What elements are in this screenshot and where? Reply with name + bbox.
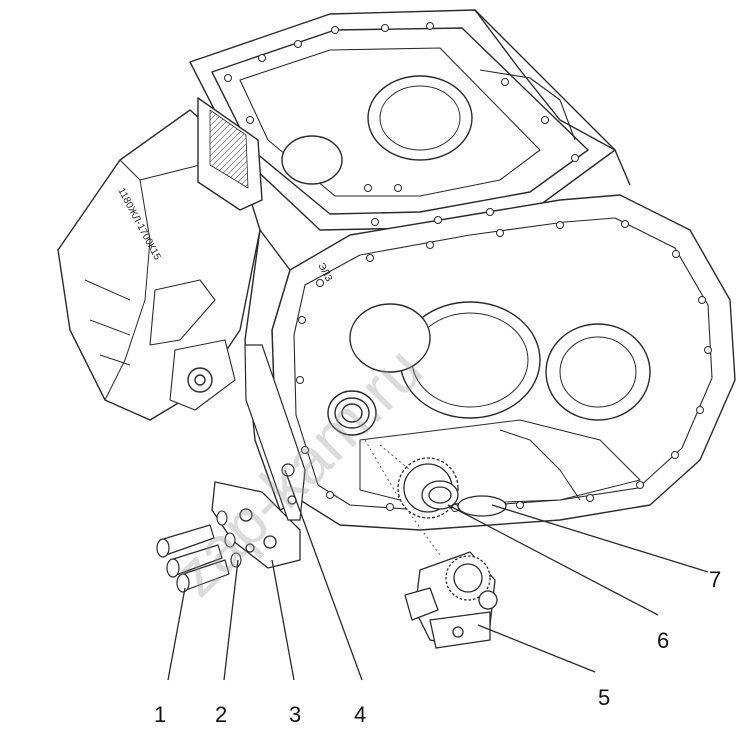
callout-1: 1 xyxy=(154,702,166,727)
callout-4: 4 xyxy=(354,702,366,727)
pump-assembly-part-5 xyxy=(404,551,498,649)
cover-plate-part-3 xyxy=(211,481,301,569)
gasket-part-4 xyxy=(244,344,306,521)
callout-7: 7 xyxy=(709,567,721,592)
callout-5: 5 xyxy=(598,685,610,710)
callout-numbers: 1 2 3 4 5 6 7 xyxy=(154,567,721,727)
assembly-guide-lines xyxy=(364,439,441,556)
gear-and-rings xyxy=(397,457,507,519)
bolts-part-1 xyxy=(156,524,230,593)
gasket-ring-part-7 xyxy=(457,495,507,517)
callout-6: 6 xyxy=(657,628,669,653)
gearbox-housing xyxy=(57,9,736,531)
callout-2: 2 xyxy=(215,702,227,727)
callout-leader-lines xyxy=(167,469,709,681)
flange-bolt-holes xyxy=(224,22,712,512)
washers-part-2 xyxy=(216,510,242,568)
callout-3: 3 xyxy=(289,702,301,727)
